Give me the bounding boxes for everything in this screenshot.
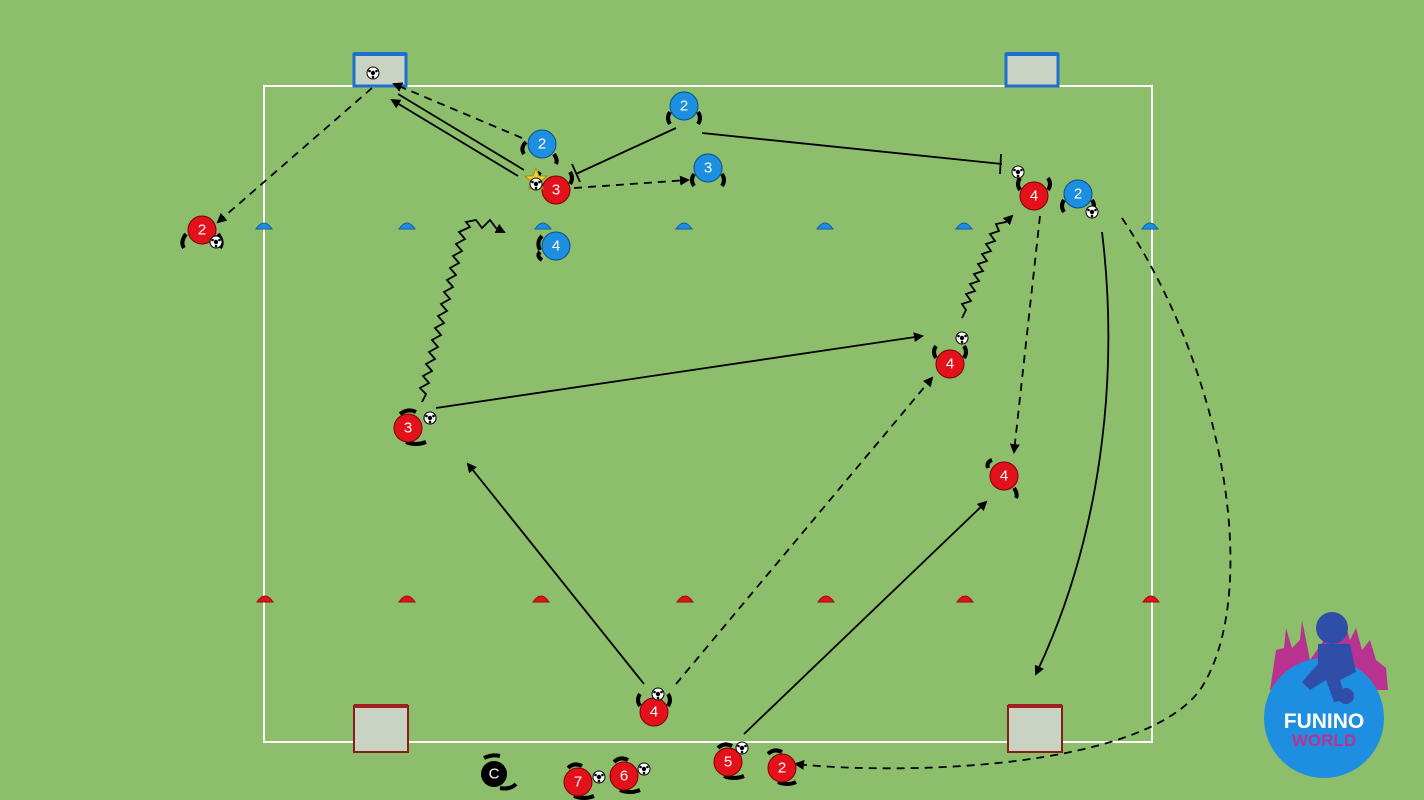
pass-line: [392, 82, 523, 139]
red-player-3-top: 3: [523, 166, 574, 205]
ball-icon: [366, 66, 380, 80]
pass-line: [1009, 215, 1041, 454]
run-line: [743, 500, 988, 735]
pitch-boundary: [263, 85, 1153, 743]
player-number: 2: [1074, 186, 1082, 203]
dribble-line: [960, 214, 1014, 319]
red-player-3-mid: 3: [393, 408, 437, 446]
player-number: 4: [552, 238, 560, 255]
logo-circle: [1264, 658, 1384, 778]
pass-line: [216, 87, 373, 224]
blue-cone: [816, 222, 834, 230]
red-cone-row: [256, 595, 1160, 603]
player-number: 3: [552, 182, 560, 199]
player-number: 2: [198, 222, 206, 239]
dribble-line: [418, 218, 506, 403]
block-line: [571, 163, 581, 183]
pass-line: [794, 217, 1232, 770]
red-goal-bottom-left: [353, 704, 409, 753]
run-line: [435, 332, 924, 409]
player-number: 4: [1000, 468, 1008, 485]
block-line: [575, 127, 677, 175]
run-line: [466, 462, 645, 685]
blue-player-2-top: 2: [666, 91, 702, 126]
red-goal-bottom-right: [1007, 704, 1063, 753]
player-number: 2: [778, 760, 786, 777]
movement-lines: [216, 82, 1232, 770]
red-cone: [256, 595, 274, 603]
blue-player-4: 4: [536, 231, 571, 262]
red-player-4-midright: 4: [932, 331, 969, 379]
player-number: 4: [1030, 188, 1038, 205]
pass-line: [573, 175, 690, 189]
red-player-2-left: 2: [180, 215, 224, 250]
coach-label: C: [489, 766, 500, 783]
red-cone: [676, 595, 694, 603]
logo-text-funino: FUNINO: [1284, 710, 1365, 733]
blue-player-2-right: 2: [1060, 179, 1099, 219]
run-line: [390, 98, 519, 177]
blue-cone: [255, 222, 273, 230]
red-player-7: 7: [563, 762, 606, 800]
block-line: [999, 153, 1002, 175]
funino-world-logo: FUNINO WORLD: [1264, 612, 1388, 778]
red-player-4-bottom: 4: [636, 687, 672, 727]
red-cone: [817, 595, 835, 603]
player-number: 4: [946, 356, 954, 373]
red-player-5: 5: [713, 741, 749, 780]
blue-cone-row: [255, 222, 1159, 230]
blue-goal-top-right: [1004, 52, 1060, 88]
red-cone: [398, 595, 416, 603]
player-number: 5: [724, 754, 732, 771]
red-player-6: 6: [609, 756, 651, 794]
block-line: [701, 132, 1003, 165]
red-cone: [1142, 595, 1160, 603]
player-number: 7: [574, 774, 582, 791]
blue-cone: [955, 222, 973, 230]
blue-player-2-center: 2: [520, 129, 559, 165]
player-number: 2: [680, 98, 688, 115]
red-player-4-right: 4: [985, 458, 1019, 499]
blue-player-3: 3: [690, 153, 726, 188]
players: 2 3 4 3: [180, 66, 1099, 800]
pass-line: [675, 376, 934, 685]
red-cone: [956, 595, 974, 603]
boy-icon: [1302, 612, 1356, 704]
blue-cone: [1141, 222, 1159, 230]
player-number: 3: [404, 420, 412, 437]
run-line: [397, 93, 525, 171]
run-line: [1034, 231, 1110, 676]
player-number: 4: [650, 704, 658, 721]
blue-goal-top-left: [352, 52, 408, 88]
logo-text-world: WORLD: [1292, 731, 1356, 750]
coach-marker: C: [481, 753, 518, 791]
red-player-2-bottom: 2: [766, 748, 797, 786]
player-number: 3: [704, 160, 712, 177]
blue-cone: [675, 222, 693, 230]
blue-cone: [398, 222, 416, 230]
player-number: 6: [620, 768, 628, 785]
blue-cone: [534, 222, 552, 230]
red-cone: [532, 595, 550, 603]
red-player-4-topright: 4: [1011, 165, 1052, 211]
ball-icon: [423, 411, 437, 425]
player-number: 2: [538, 136, 546, 153]
